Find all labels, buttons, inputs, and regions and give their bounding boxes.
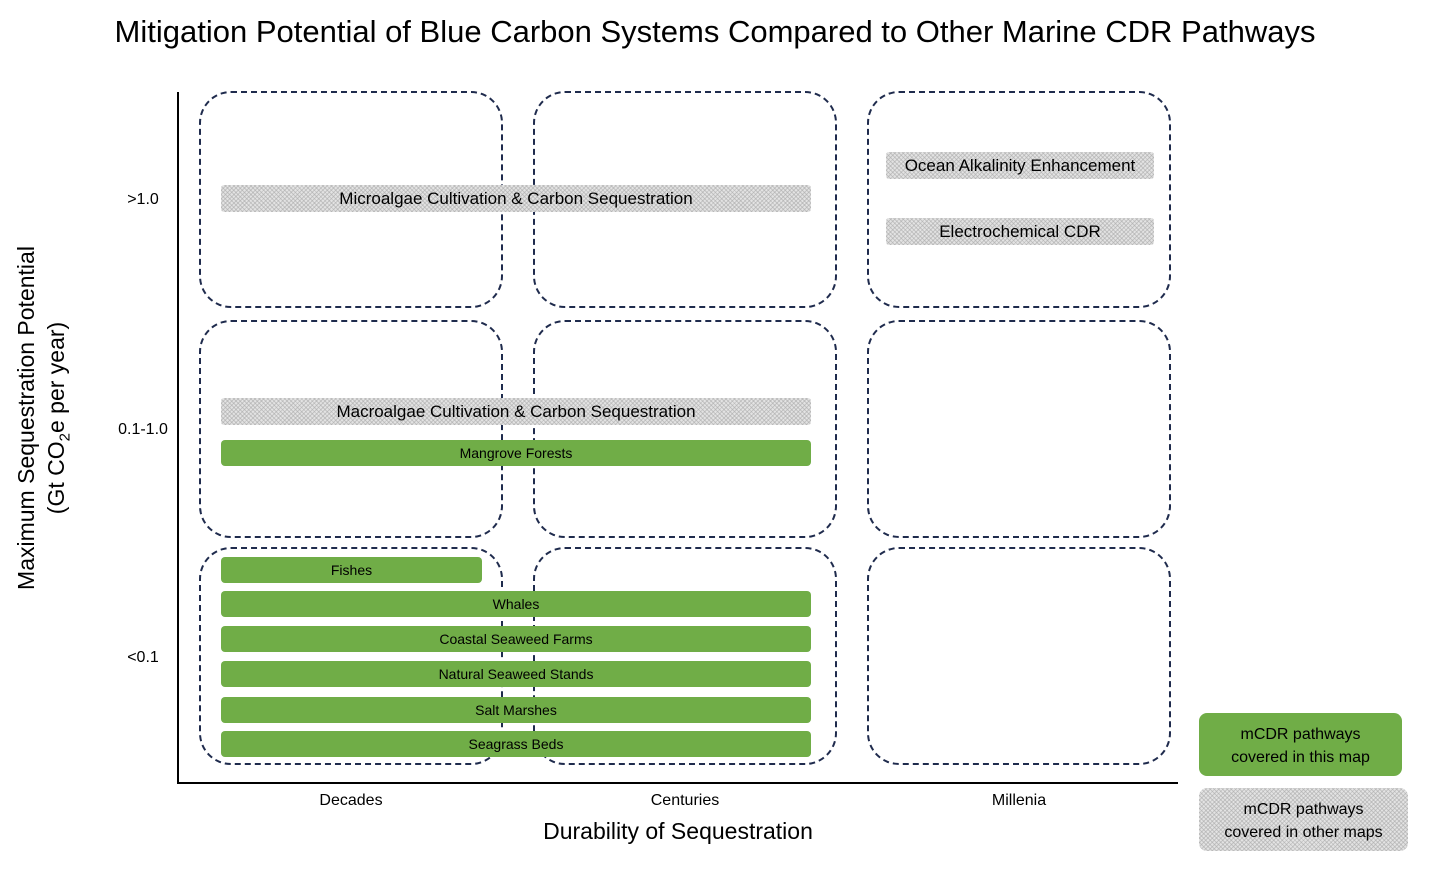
cell-centuries-mid xyxy=(533,320,837,538)
y-tick-mid: 0.1-1.0 xyxy=(118,421,168,438)
pathway-mangrove: Mangrove Forests xyxy=(221,440,811,466)
pathway-microalgae: Microalgae Cultivation & Carbon Sequestr… xyxy=(221,185,811,212)
y-axis-line xyxy=(177,92,179,784)
cell-millenia-high xyxy=(867,91,1171,308)
y-axis-title: Maximum Sequestration Potential (Gt CO2e… xyxy=(11,188,81,648)
pathway-fishes: Fishes xyxy=(221,557,482,583)
x-tick-decades: Decades xyxy=(319,792,383,809)
pathway-natural-seaweed: Natural Seaweed Stands xyxy=(221,661,811,687)
y-tick-low: <0.1 xyxy=(127,649,159,666)
x-tick-millenia: Millenia xyxy=(991,792,1047,809)
pathway-coastal-seaweed: Coastal Seaweed Farms xyxy=(221,626,811,652)
pathway-salt-marshes: Salt Marshes xyxy=(221,697,811,723)
legend-other-maps-line1: mCDR pathways xyxy=(1243,801,1364,818)
diagram-title: Mitigation Potential of Blue Carbon Syst… xyxy=(114,14,1316,49)
x-axis-title: Durability of Sequestration xyxy=(543,818,813,844)
cell-decades-mid xyxy=(199,320,503,538)
legend-other-maps-line2: covered in other maps xyxy=(1224,824,1383,841)
legend-this-map-line2: covered in this map xyxy=(1231,749,1370,766)
pathway-ocean-alkalinity: Ocean Alkalinity Enhancement xyxy=(886,152,1154,179)
cell-millenia-mid xyxy=(867,320,1171,538)
pathway-electrochemical: Electrochemical CDR xyxy=(886,218,1154,245)
pathway-seagrass: Seagrass Beds xyxy=(221,731,811,757)
legend-this-map-line1: mCDR pathways xyxy=(1240,726,1361,743)
pathway-macroalgae: Macroalgae Cultivation & Carbon Sequestr… xyxy=(221,398,811,425)
x-axis-line xyxy=(177,782,1178,784)
y-tick-high: >1.0 xyxy=(127,191,159,208)
y-axis-title-line2: (Gt CO2e per year) xyxy=(43,321,74,515)
legend-this-map: mCDR pathways covered in this map xyxy=(1199,713,1402,776)
legend-other-maps: mCDR pathways covered in other maps xyxy=(1199,788,1408,851)
y-axis-title-line1: Maximum Sequestration Potential xyxy=(13,246,39,590)
pathway-whales: Whales xyxy=(221,591,811,617)
cell-millenia-low xyxy=(867,547,1171,765)
x-tick-centuries: Centuries xyxy=(650,792,720,809)
cell-centuries-low xyxy=(533,547,837,765)
cell-decades-low xyxy=(199,547,503,765)
